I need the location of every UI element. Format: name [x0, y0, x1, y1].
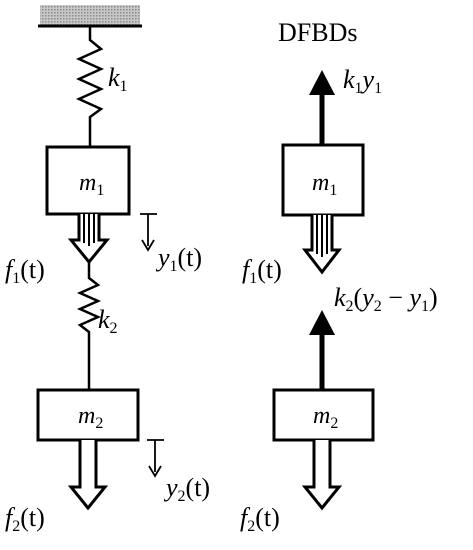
displacement-y2-arrow: [147, 439, 164, 478]
force-f1-label: f1(t): [5, 255, 45, 287]
displacement-y1-arrow: [140, 213, 157, 252]
spring-force-label: k2(y2 − y1): [334, 283, 438, 315]
force-f1-arrow: [67, 214, 111, 265]
mass-m1-label: m1: [79, 170, 104, 199]
spring-k2-label: k2: [98, 305, 118, 337]
dfbd-title: DFBDs: [278, 18, 357, 47]
displacement-y1-label: y1(t): [155, 243, 202, 275]
spring-k2: [76, 262, 102, 390]
mass-m2-label: m2: [78, 403, 103, 432]
dfbd-mass-m1-label: m1: [312, 170, 337, 199]
force-k1y1-label: k1y1: [343, 65, 382, 97]
ground-hatch: [40, 5, 140, 25]
dfbd-force-f2-arrow: [301, 440, 343, 511]
force-f2-label: f2(t): [5, 503, 45, 535]
dfbd-diagrams: DFBDs k1y1 m1 f1(t) k2(y2: [240, 18, 438, 535]
spring-k1-label: k1: [108, 63, 128, 95]
dfbd-force-f1-label: f1(t): [242, 255, 282, 287]
dfbd-force-f2-label: f2(t): [240, 503, 280, 535]
spring-k1: [75, 26, 105, 147]
spring-force-arrow: [309, 310, 335, 390]
dfbd-mass-m2-label: m2: [313, 403, 338, 432]
dfbd-mass-m1-block: [281, 143, 365, 217]
dfbd-force-f1-arrow: [301, 215, 343, 275]
system-schematic: k1 m1 f1(t) y1(t) k2: [5, 5, 210, 535]
force-k1y1-arrow: [309, 70, 335, 145]
force-f2-arrow: [67, 440, 109, 511]
dfbd-mass-m2-block: [272, 388, 375, 442]
displacement-y2-label: y2(t): [163, 473, 210, 505]
